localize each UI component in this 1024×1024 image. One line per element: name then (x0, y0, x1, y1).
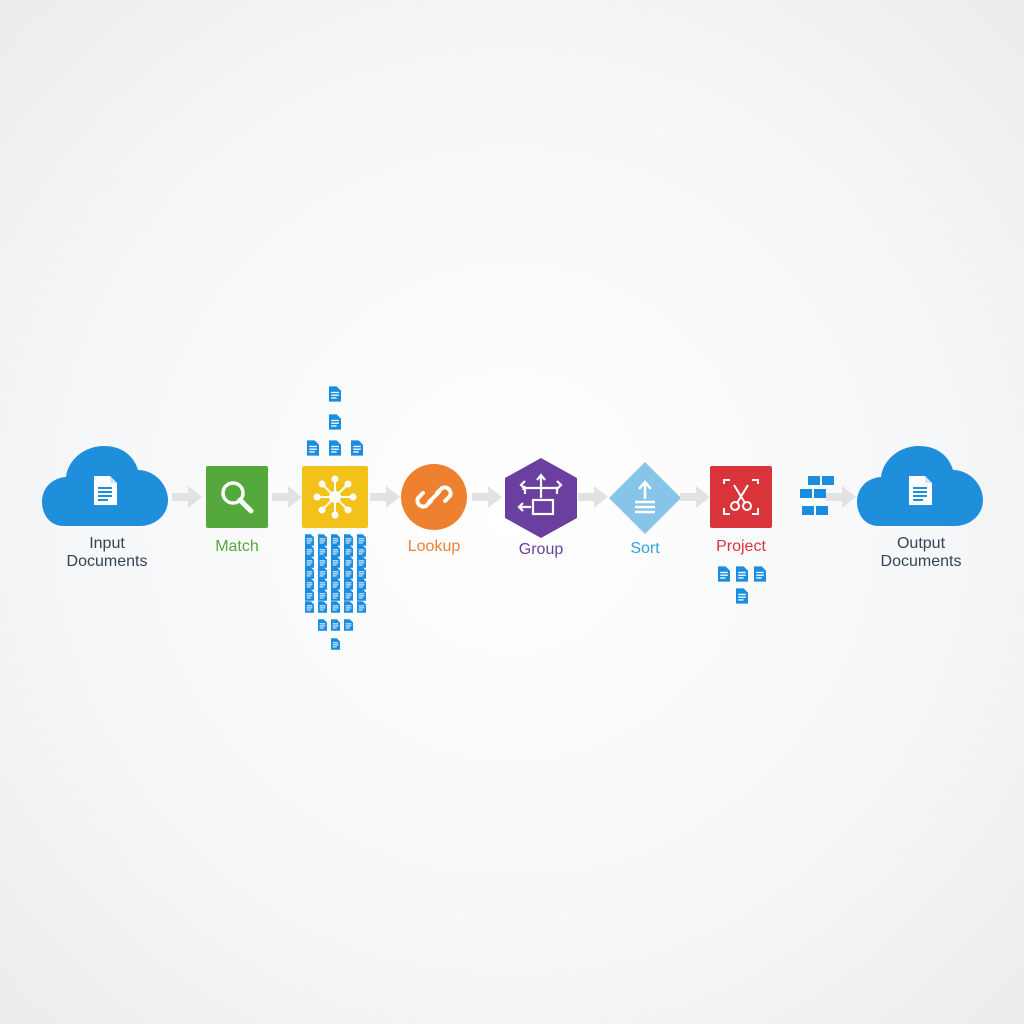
lookup-label: Lookup (407, 538, 461, 555)
flow-arrow-icon (370, 486, 400, 508)
document-icon (318, 567, 327, 579)
document-icon (331, 638, 340, 650)
flow-arrow-icon (680, 486, 710, 508)
document-icon (307, 440, 319, 456)
scissors-icon (723, 479, 759, 515)
document-icon (357, 601, 366, 613)
group-stage (505, 458, 577, 538)
document-icon (357, 534, 366, 546)
sort-stage (609, 462, 681, 534)
document-icon (331, 619, 340, 631)
input-label: Input Documents (52, 535, 162, 571)
document-icon (357, 578, 366, 590)
output-blocks-icon (800, 476, 834, 515)
input-label-line2: Documents (66, 553, 148, 570)
flow-arrow-icon (826, 486, 856, 508)
document-icon (344, 545, 353, 557)
document-icon (331, 578, 340, 590)
lookup-stage (401, 464, 467, 530)
document-icon (331, 589, 340, 601)
document-icon (331, 545, 340, 557)
document-icon (344, 534, 353, 546)
document-icon (344, 619, 353, 631)
document-icon (344, 578, 353, 590)
document-icon (357, 556, 366, 568)
output-label-line1: Output (896, 535, 946, 552)
project-stage (710, 466, 772, 528)
group-arrows-icon (517, 473, 563, 516)
document-icon (305, 545, 314, 557)
document-icon (357, 589, 366, 601)
document-icon (318, 578, 327, 590)
document-icon (344, 601, 353, 613)
match-stage (206, 466, 268, 528)
document-icon (351, 440, 363, 456)
link-icon (415, 485, 453, 509)
magnifier-icon (221, 481, 254, 514)
group-label: Group (518, 541, 564, 558)
flow-arrow-icon (472, 486, 502, 508)
document-icon (718, 566, 730, 582)
hub-spokes-icon (313, 475, 357, 519)
document-icon (305, 578, 314, 590)
document-icon (329, 440, 341, 456)
document-icon (736, 566, 748, 582)
document-icon (344, 556, 353, 568)
flow-arrow-icon (578, 486, 608, 508)
document-icon (754, 566, 766, 582)
sort-up-icon (635, 480, 655, 514)
document-icon (344, 567, 353, 579)
document-icon (331, 601, 340, 613)
match-label: Match (215, 538, 259, 555)
document-icon (909, 476, 932, 505)
sort-label: Sort (630, 540, 660, 557)
document-icon (331, 534, 340, 546)
document-icon (318, 556, 327, 568)
document-icon (305, 567, 314, 579)
output-label-line2: Documents (880, 553, 962, 570)
document-icon (318, 601, 327, 613)
document-icon (305, 589, 314, 601)
document-icon (305, 556, 314, 568)
document-icon (344, 589, 353, 601)
document-icon (318, 534, 327, 546)
document-icon (357, 545, 366, 557)
document-icon (329, 414, 341, 430)
document-icon (329, 386, 341, 402)
unwind-stage (302, 466, 368, 528)
document-icon (305, 534, 314, 546)
output-cloud-icon (857, 446, 983, 526)
document-icon (331, 567, 340, 579)
flow-arrow-icon (172, 486, 202, 508)
document-icon (331, 556, 340, 568)
document-icon (305, 601, 314, 613)
document-icon (318, 619, 327, 631)
document-icon (318, 545, 327, 557)
input-label-line1: Input (89, 535, 125, 552)
flow-arrow-icon (272, 486, 302, 508)
document-icon (736, 588, 748, 604)
project-label: Project (716, 538, 766, 555)
document-icon (318, 589, 327, 601)
input-cloud-icon (42, 446, 168, 526)
output-label: Output Documents (866, 535, 976, 571)
document-icon (357, 567, 366, 579)
document-icon (94, 476, 117, 505)
